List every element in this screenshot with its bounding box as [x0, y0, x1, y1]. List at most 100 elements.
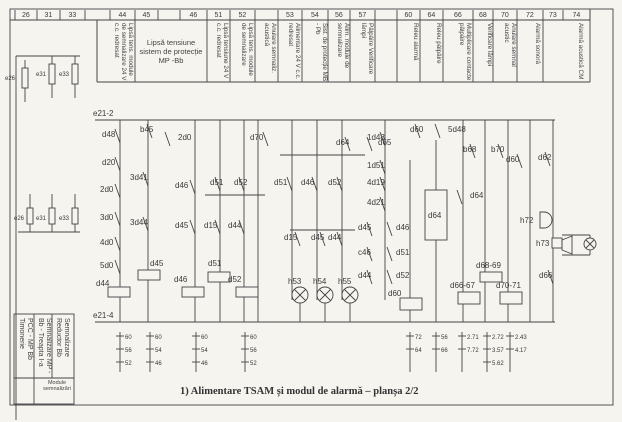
switch-contact-icon: [189, 219, 196, 235]
desc-col-68: Verificare lămpi: [486, 23, 493, 67]
column-number: 54: [311, 12, 319, 19]
fuse-label: e33: [59, 72, 70, 78]
siren-label: h73: [536, 239, 550, 248]
switch-contact-icon: [456, 189, 463, 205]
contact-ref: 60: [125, 335, 132, 341]
contact-label: d48: [102, 130, 116, 139]
column-number: 51: [215, 12, 223, 19]
desc-col-66: Multiplicare contacte pâlpâire: [458, 23, 472, 81]
switch-contact-icon: [379, 131, 386, 147]
desc-col-52b: Anulare semnaliz. acustică: [263, 23, 277, 74]
contact-label: 1d48: [367, 133, 385, 142]
contact-ref: 5.62: [492, 361, 504, 367]
contact-label: b70: [491, 145, 505, 154]
contact-ref: 2.71: [467, 335, 479, 341]
switch-contact-icon: [114, 183, 121, 199]
switch-contact-icon: [414, 123, 421, 139]
relay-coil: [107, 286, 131, 298]
switch-contact-icon: [366, 246, 373, 262]
contact-ref: 60: [250, 335, 257, 341]
fuse-icon: [71, 63, 79, 85]
contact-label: d44: [328, 233, 342, 242]
column-number: 45: [143, 12, 151, 19]
lamp-label: h53: [288, 277, 302, 286]
switch-contact-icon: [379, 159, 386, 175]
siren-horn-icon: [561, 235, 573, 255]
lamp-cross: [294, 289, 306, 301]
desc-col-52: Lipsă tens. module de semnalizare: [240, 23, 254, 76]
switch-contact-icon: [547, 269, 554, 285]
desc-col-72: Alarmă sonoră: [534, 23, 541, 64]
column-number: 52: [239, 12, 247, 19]
contact-ref: 54: [201, 348, 208, 354]
column-number: 72: [526, 12, 534, 19]
switch-contact-icon: [262, 131, 269, 147]
relay-label: d68-69: [476, 261, 501, 270]
switch-contact-icon: [238, 176, 245, 192]
column-number: 31: [45, 12, 53, 19]
switch-contact-icon: [142, 171, 149, 187]
switch-contact-icon: [114, 211, 121, 227]
contact-label: d44: [228, 221, 242, 230]
contact-ref: 56: [125, 348, 132, 354]
relay-label: d45: [150, 259, 164, 268]
switch-contact-icon: [366, 221, 373, 237]
desc-col-60: Releu alarmă: [412, 23, 419, 61]
column-number: 66: [454, 12, 462, 19]
contact-label: d52: [234, 178, 248, 187]
contact-label: c46: [358, 248, 371, 257]
contact-label: d52: [396, 271, 410, 280]
contact-label: 3d41: [130, 173, 148, 182]
horn-label: h72: [520, 216, 534, 225]
contact-label: d45: [358, 223, 372, 232]
contact-ref: 64: [415, 348, 422, 354]
switch-contact-icon: [379, 196, 386, 212]
column-number: 73: [549, 12, 557, 19]
switch-contact-icon: [386, 269, 393, 285]
switch-contact-icon: [294, 231, 301, 247]
relay-label: d66-67: [450, 281, 475, 290]
lamp-label: h54: [313, 277, 327, 286]
contact-ref: 56: [250, 348, 257, 354]
column-number: 74: [573, 12, 581, 19]
column-number: 64: [428, 12, 436, 19]
switch-contact-icon: [238, 219, 245, 235]
lamp-cross: [585, 239, 595, 249]
column-number: 70: [501, 12, 509, 19]
desc-col-53: Alimentare 24 V c.c. redresat: [287, 23, 301, 80]
contact-ref: 52: [250, 361, 257, 367]
frame: [9, 8, 614, 406]
contact-label: 4d0: [100, 238, 114, 247]
relay-coil: [181, 286, 205, 298]
contact-label: b45: [140, 125, 154, 134]
switch-contact-icon: [366, 136, 373, 152]
column-number: 33: [69, 12, 77, 19]
switch-contact-icon: [344, 136, 351, 152]
contact-ref: 4.17: [515, 348, 527, 354]
legend-row-mp: Semnalizare MP - Bb - Treapta I-a: [37, 318, 52, 374]
relay-coil: [457, 291, 481, 305]
relay-label: d64: [428, 211, 442, 220]
fuse-label: e33: [59, 216, 70, 222]
relay-coil: [137, 269, 161, 281]
contact-label: 5d0: [100, 261, 114, 270]
contact-label: d60: [506, 155, 520, 164]
contact-label: 1d51: [367, 161, 385, 170]
switch-contact-icon: [114, 128, 121, 144]
contact-label: 5d48: [448, 125, 466, 134]
contact-label: d65: [378, 138, 392, 147]
fuse-label: e31: [36, 216, 47, 222]
switch-contact-icon: [366, 269, 373, 285]
contact-label: d51: [210, 178, 224, 187]
lamp-label: h55: [338, 277, 352, 286]
lamp-cross: [319, 289, 331, 301]
switch-contact-icon: [386, 246, 393, 262]
fuse-icon: [26, 207, 34, 225]
switch-contact-icon: [516, 153, 523, 169]
column-number: 46: [190, 12, 198, 19]
contact-ref: 52: [125, 361, 132, 367]
switch-contact-icon: [336, 176, 343, 192]
contact-label: d45: [311, 233, 325, 242]
column-number: 60: [405, 12, 413, 19]
